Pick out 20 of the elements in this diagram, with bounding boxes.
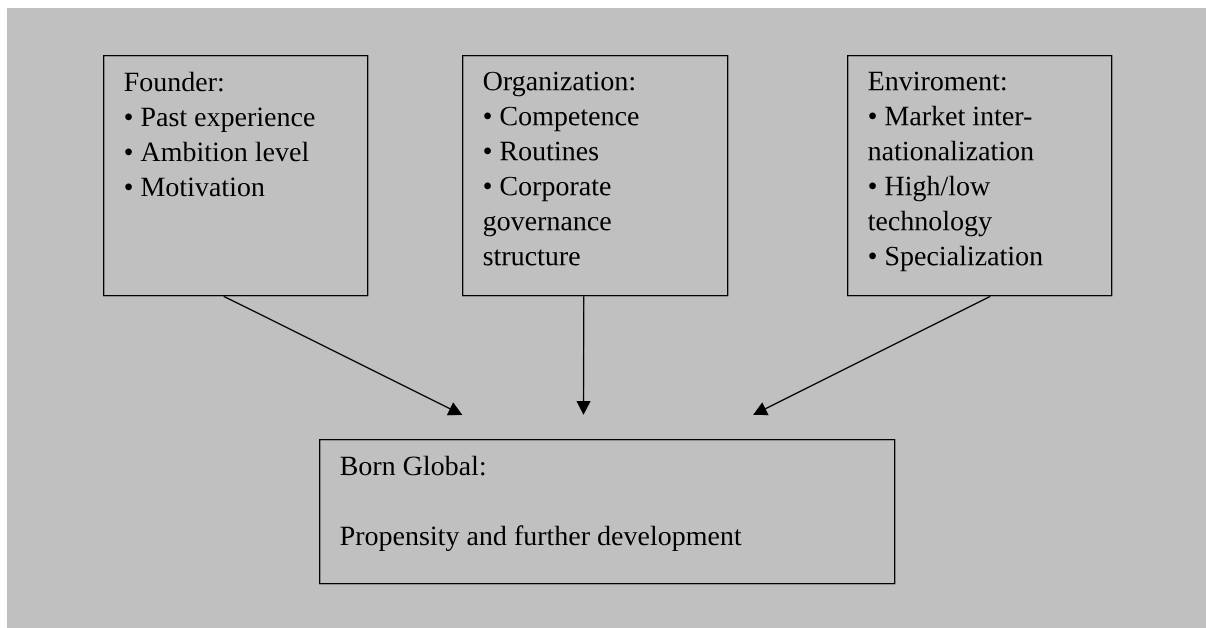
box-heading: Enviroment:: [868, 71, 1006, 91]
bullet-item: • Market inter-nationalization: [868, 105, 1034, 161]
bullet-item: • Motivation: [125, 177, 265, 197]
arrow: [576, 295, 591, 415]
arrow: [753, 295, 991, 416]
bullet-item: • Specialization: [869, 245, 1043, 272]
bullet-item: • Routines: [484, 141, 598, 161]
bullet-item: • Corporate governance structure: [483, 176, 611, 266]
text-box: [319, 439, 896, 585]
text-box: [462, 55, 729, 297]
bullet-item: • Past experience: [125, 107, 315, 133]
bullet-item: • Competence: [484, 106, 639, 132]
text-box: [847, 55, 1113, 297]
box-heading: Founder:: [124, 71, 223, 92]
box-heading: Born Global:: [340, 455, 485, 476]
bullet-item: • Ambition level: [125, 141, 309, 162]
bullet-item: • High/low technology: [867, 175, 992, 237]
text-box: [103, 55, 369, 297]
box-heading: Organization:: [483, 71, 634, 97]
box-text: Propensity and further development: [340, 525, 742, 552]
